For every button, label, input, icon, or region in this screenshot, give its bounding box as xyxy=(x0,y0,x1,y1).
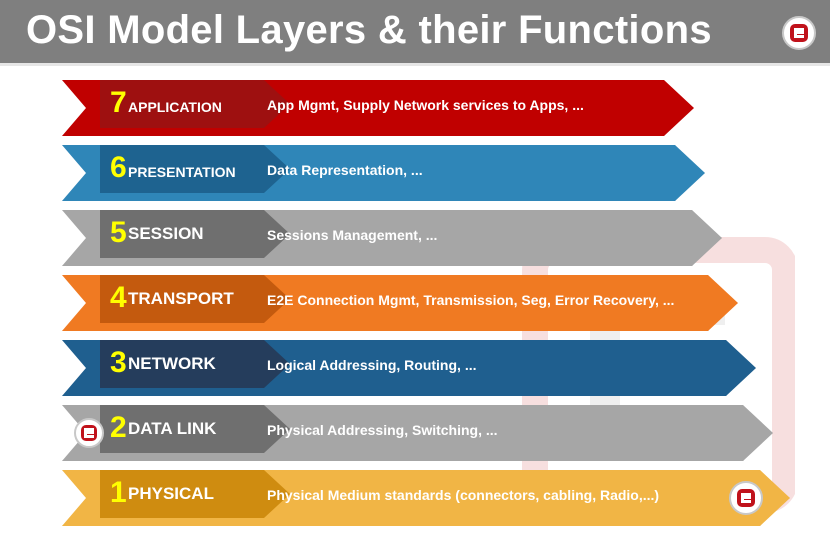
layer-name: APPLICATION xyxy=(128,99,222,115)
layer-number: 7 xyxy=(110,86,127,119)
layer-session: 5 SESSION Sessions Management, ... xyxy=(62,210,722,266)
layer-tab xyxy=(100,275,290,323)
layer-number: 6 xyxy=(110,151,127,184)
layer-application: 7 APPLICATION App Mgmt, Supply Network s… xyxy=(62,80,694,136)
brand-logo-icon xyxy=(782,16,816,50)
layer-number: 2 xyxy=(110,411,127,444)
layer-tab xyxy=(100,145,290,193)
layer-tab xyxy=(100,80,290,128)
layer-number: 4 xyxy=(110,281,127,314)
layer-name: PRESENTATION xyxy=(128,164,236,180)
layer-name: PHYSICAL xyxy=(128,484,214,503)
brand-logo-icon xyxy=(74,418,104,448)
layer-tab xyxy=(100,405,290,453)
title-bar: OSI Model Layers & their Functions xyxy=(0,0,830,66)
layer-number: 1 xyxy=(110,476,127,509)
layer-network: 3 NETWORK Logical Addressing, Routing, .… xyxy=(62,340,756,396)
layer-function: E2E Connection Mgmt, Transmission, Seg, … xyxy=(267,292,675,308)
layer-function: App Mgmt, Supply Network services to App… xyxy=(267,97,584,113)
layer-transport: 4 TRANSPORT E2E Connection Mgmt, Transmi… xyxy=(62,275,738,331)
layer-name: DATA LINK xyxy=(128,419,217,438)
layer-tab xyxy=(100,210,290,258)
layer-tab xyxy=(100,470,290,518)
layer-name: NETWORK xyxy=(128,354,216,373)
page-title: OSI Model Layers & their Functions xyxy=(26,8,712,52)
layer-function: Sessions Management, ... xyxy=(267,227,438,243)
layer-name: TRANSPORT xyxy=(128,289,234,308)
brand-logo-icon xyxy=(729,481,763,515)
layer-function: Data Representation, ... xyxy=(267,162,423,178)
layer-function: Logical Addressing, Routing, ... xyxy=(267,357,477,373)
layer-physical: 1 PHYSICAL Physical Medium standards (co… xyxy=(62,470,790,526)
layer-number: 3 xyxy=(110,346,127,379)
layer-function: Physical Medium standards (connectors, c… xyxy=(267,487,660,503)
layer-number: 5 xyxy=(110,216,127,249)
layer-tab xyxy=(100,340,290,388)
layer-function: Physical Addressing, Switching, ... xyxy=(267,422,498,438)
layer-presentation: 6 PRESENTATION Data Representation, ... xyxy=(62,145,705,201)
layer-data-link: 2 DATA LINK Physical Addressing, Switchi… xyxy=(62,405,773,461)
layer-name: SESSION xyxy=(128,224,204,243)
